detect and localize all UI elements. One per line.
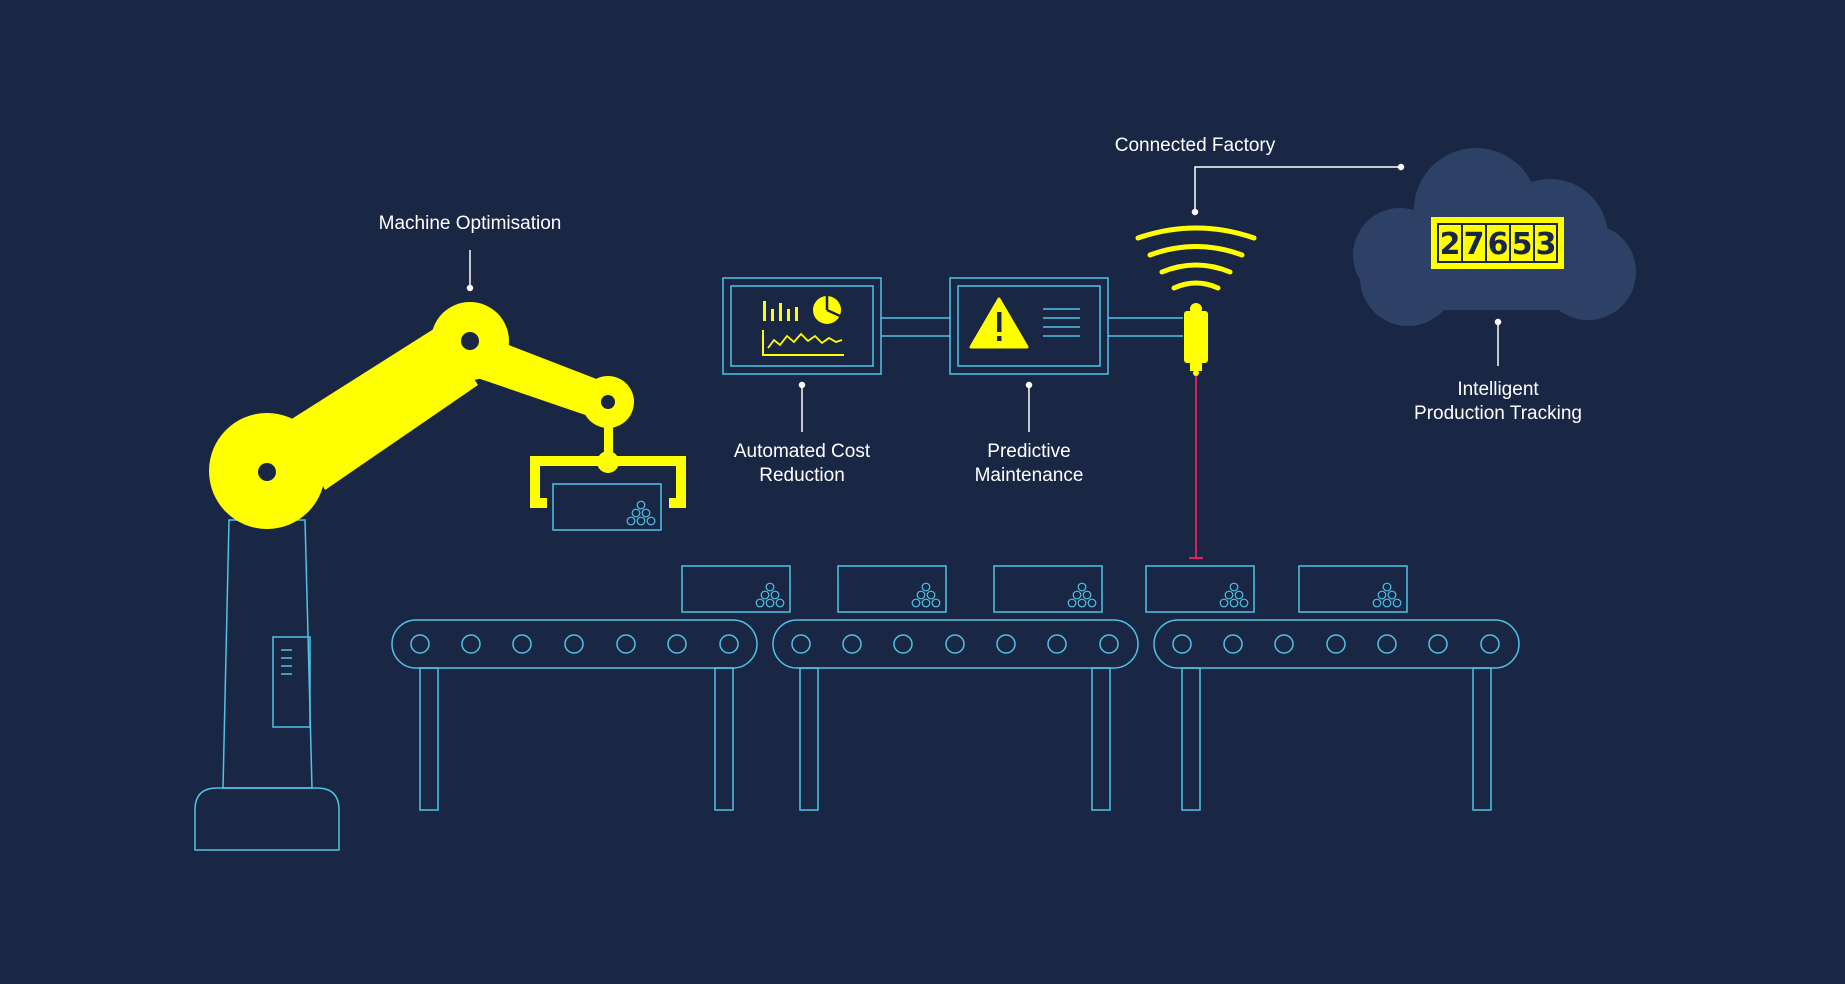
label-predictive-line1: Predictive: [987, 441, 1071, 462]
screen-links: [881, 317, 1183, 337]
label-automated-cost-line2: Reduction: [759, 465, 845, 486]
warning-icon: [969, 297, 1029, 349]
label-connectors: [466, 163, 1502, 432]
label-intelligent-production-tracking: Intelligent Production Tracking: [1378, 378, 1618, 426]
package-icon: [993, 565, 1103, 613]
label-connected-factory: Connected Factory: [1095, 134, 1295, 158]
label-automated-cost-reduction: Automated Cost Reduction: [702, 440, 902, 488]
conveyor-belt-3: [1153, 619, 1520, 669]
conveyor-belts: [391, 619, 1520, 811]
package-icon: [1145, 565, 1255, 613]
label-tracking-line1: Intelligent: [1457, 379, 1539, 400]
analytics-dashboard-icon: [722, 277, 882, 375]
label-machine-optimisation: Machine Optimisation: [370, 212, 570, 236]
wireless-sensor-icon: [1135, 225, 1257, 559]
robot-arm-icon: [194, 302, 686, 851]
label-predictive-maintenance: Predictive Maintenance: [929, 440, 1129, 488]
production-counter: 2 7 6 5 3: [1431, 217, 1564, 269]
counter-digit-3: 6: [1488, 227, 1509, 262]
label-machine-optimisation-text: Machine Optimisation: [378, 213, 562, 234]
label-connected-factory-text: Connected Factory: [1114, 135, 1276, 156]
counter-digit-5: 3: [1536, 227, 1557, 262]
conveyor-belt-2: [772, 619, 1139, 669]
package-icon: [837, 565, 947, 613]
package-icon: [552, 483, 662, 531]
label-tracking-line2: Production Tracking: [1414, 403, 1582, 424]
label-automated-cost-line1: Automated Cost: [733, 441, 871, 462]
counter-digit-1: 2: [1440, 227, 1461, 262]
counter-digit-2: 7: [1464, 227, 1485, 262]
package-icon: [1298, 565, 1408, 613]
packages: [552, 483, 1408, 613]
package-icon: [681, 565, 791, 613]
warning-monitor: [949, 277, 1109, 375]
conveyor-belt-1: [391, 619, 758, 669]
label-predictive-line2: Maintenance: [974, 465, 1084, 486]
counter-digit-4: 5: [1512, 227, 1533, 262]
